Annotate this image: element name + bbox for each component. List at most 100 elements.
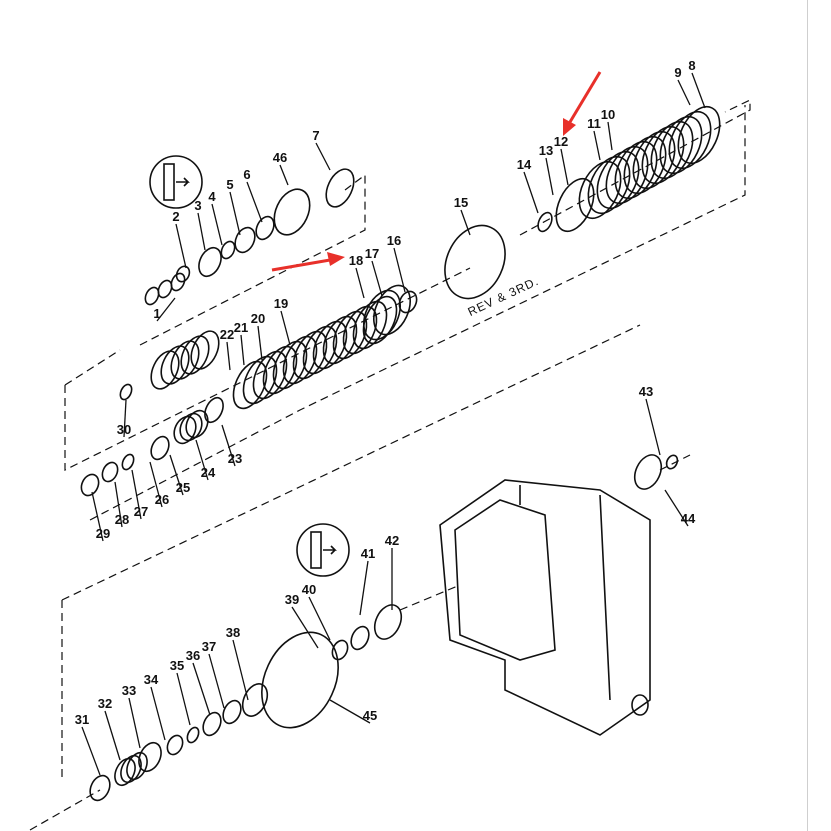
part-label-22: 22 — [220, 327, 234, 342]
leader-line-22 — [226, 341, 231, 371]
part-label-27: 27 — [134, 504, 148, 519]
clutch-pack-lower — [352, 300, 388, 350]
leader-line-37 — [208, 653, 225, 709]
part-label-34: 34 — [144, 672, 159, 687]
leader-line-20 — [257, 325, 263, 361]
part-label-43: 43 — [639, 384, 653, 399]
clutch-pack-upper — [677, 105, 721, 165]
part-label-18: 18 — [349, 253, 363, 268]
gear-hub — [273, 188, 311, 236]
spring — [126, 751, 148, 781]
ring — [398, 290, 418, 314]
part-label-4: 4 — [208, 189, 216, 204]
leader-line-26 — [149, 461, 163, 508]
leader-line-3 — [197, 212, 206, 251]
leader-line-1 — [156, 297, 176, 322]
ring — [186, 726, 200, 744]
part-label-42: 42 — [385, 533, 399, 548]
part-label-3: 3 — [194, 198, 201, 213]
part-label-1: 1 — [153, 306, 160, 321]
part-number-labels: 1234567891011121314151617181920212223242… — [75, 58, 706, 776]
leader-line-25 — [169, 454, 184, 496]
leader-line-7 — [315, 142, 331, 171]
leader-line-8 — [691, 72, 706, 109]
plate-stack — [150, 350, 180, 390]
part-label-16: 16 — [387, 233, 401, 248]
bearing — [234, 226, 256, 254]
part-label-40: 40 — [302, 582, 316, 597]
leader-line-29 — [91, 491, 104, 542]
leader-line-34 — [150, 686, 166, 741]
assembly-guide-lines — [29, 99, 751, 831]
leader-line-2 — [175, 223, 187, 269]
leader-line-28 — [114, 481, 123, 528]
snap-ring — [241, 683, 269, 717]
bearing-detail-callout-lower — [296, 523, 350, 577]
part-label-5: 5 — [226, 177, 233, 192]
leader-line-18 — [355, 267, 365, 299]
part-label-39: 39 — [285, 592, 299, 607]
washer — [166, 734, 184, 756]
snap-ring — [170, 272, 186, 292]
leader-line-38 — [232, 639, 249, 701]
part-label-2: 2 — [172, 209, 179, 224]
clutch-pack-lower — [362, 295, 398, 345]
spring — [179, 412, 203, 442]
part-label-9: 9 — [674, 65, 681, 80]
part-label-13: 13 — [539, 143, 553, 158]
ring — [220, 240, 236, 260]
snap-ring — [80, 473, 100, 497]
part-label-17: 17 — [365, 246, 379, 261]
plate-stack — [190, 330, 220, 370]
leader-line-9 — [677, 79, 691, 106]
ring — [121, 453, 135, 471]
leader-line-15 — [460, 209, 471, 236]
leader-line-19 — [280, 310, 291, 346]
snap-ring — [157, 279, 173, 299]
seal — [89, 774, 111, 802]
ring — [255, 215, 275, 241]
part-label-6: 6 — [243, 167, 250, 182]
part-label-11: 11 — [587, 116, 601, 131]
part-label-28: 28 — [115, 512, 129, 527]
leader-line-44 — [664, 489, 689, 527]
part-label-31: 31 — [75, 712, 89, 727]
leader-line-10 — [607, 121, 613, 151]
snap-ring — [325, 168, 355, 208]
part-label-46: 46 — [273, 150, 287, 165]
ring — [204, 396, 224, 424]
leader-line-30 — [123, 399, 127, 438]
part-label-44: 44 — [681, 511, 696, 526]
transmission-housing — [439, 479, 651, 736]
leader-line-12 — [560, 148, 569, 186]
bearing — [202, 711, 222, 737]
part-label-19: 19 — [274, 296, 288, 311]
bearing-section-icon — [310, 531, 322, 569]
part-label-37: 37 — [202, 639, 216, 654]
part-label-25: 25 — [176, 480, 190, 495]
clutch-pack-upper — [668, 110, 712, 170]
part-label-35: 35 — [170, 658, 184, 673]
part-label-33: 33 — [122, 683, 136, 698]
leader-line-17 — [371, 260, 383, 297]
part-label-12: 12 — [554, 134, 568, 149]
leader-line-11 — [593, 130, 601, 161]
leader-line-23 — [221, 424, 236, 467]
arrow-right-icon — [323, 545, 337, 555]
bearing-section-icon — [163, 163, 175, 201]
leader-line-31 — [81, 726, 101, 776]
part-label-45: 45 — [363, 708, 377, 723]
part-label-38: 38 — [226, 625, 240, 640]
leader-line-6 — [246, 181, 263, 223]
part-label-23: 23 — [228, 451, 242, 466]
leader-line-16 — [393, 247, 406, 293]
plate-stack — [180, 335, 210, 375]
part-label-15: 15 — [454, 195, 468, 210]
part-label-7: 7 — [312, 128, 319, 143]
part-label-10: 10 — [601, 107, 615, 122]
leader-line-32 — [104, 710, 121, 761]
ring — [119, 383, 133, 401]
part-label-36: 36 — [186, 648, 200, 663]
leader-line-45 — [329, 699, 371, 724]
gear — [633, 454, 663, 490]
